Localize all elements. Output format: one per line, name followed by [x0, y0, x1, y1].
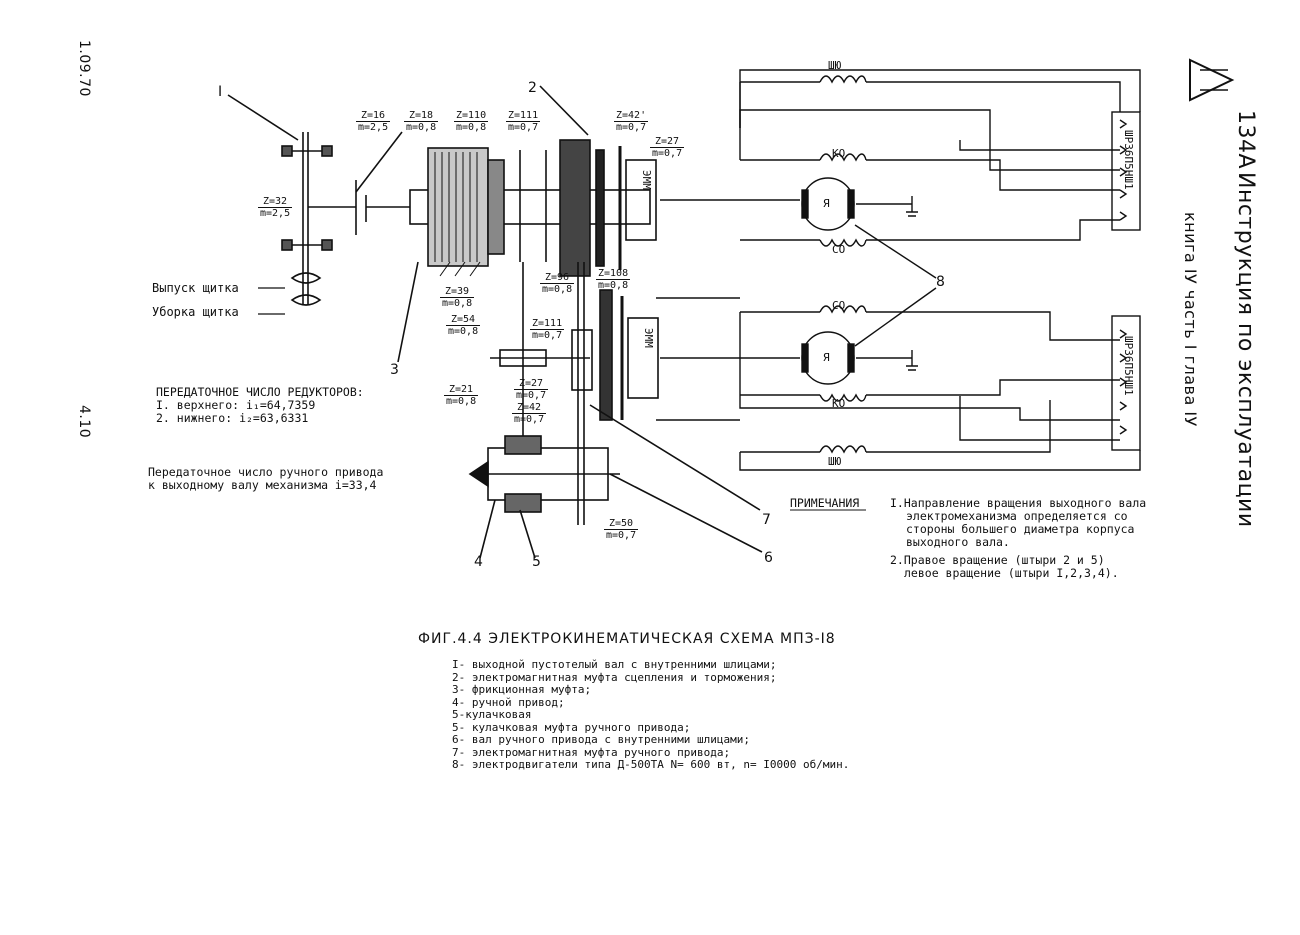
note-2-line1: 2.Правое вращение (штыри 2 и 5) [890, 553, 1105, 567]
callout-5: 5 [532, 554, 541, 570]
callout-8: 8 [936, 274, 945, 290]
winding-label-ko-bottom: КО [832, 397, 846, 410]
legend-item: 5-кулачковая [452, 708, 532, 721]
flap-arrows [258, 287, 285, 315]
lower-reducer [490, 262, 761, 525]
document-date: 1.09.70 [76, 40, 92, 97]
clutch-label-emm-top: ЭММ [640, 170, 653, 190]
motor-label-bottom: Я [823, 351, 830, 364]
legend-item: 6- вал ручного привода с внутренними шли… [452, 733, 751, 746]
ratios-heading: ПЕРЕДАТОЧНОЕ ЧИСЛО РЕДУКТОРОВ: [156, 385, 364, 399]
connector-label-top: ШРЗ6П5НШ1 [1122, 130, 1135, 190]
note-1-line3: стороны большего диаметра корпуса [906, 522, 1135, 536]
clutch-label-emm-bottom: ЭММ [642, 328, 655, 348]
output-shaft-assembly [227, 94, 410, 306]
legend-item: 7- электромагнитная муфта ручного привод… [452, 745, 731, 759]
legend-item: 2- электромагнитная муфта сцепления и то… [452, 670, 777, 684]
electrical-wiring [656, 69, 1141, 471]
note-2-line2: левое вращение (штыри I,2,3,4). [904, 566, 1119, 580]
manual-drive [468, 435, 763, 559]
callout-4: 4 [474, 554, 483, 570]
connector-label-bottom: ШРЗ6П5НШ1 [1122, 336, 1135, 396]
note-1-line1: I.Направление вращения выходного вала [890, 496, 1147, 510]
legend-item: I- выходной пустотелый вал с внутренними… [452, 658, 777, 671]
note-1-line2: электромеханизма определяется со [906, 509, 1128, 523]
note-1-line4: выходного вала. [906, 535, 1010, 549]
winding-label-co-bottom: СО [832, 299, 846, 312]
reducer-block [355, 85, 740, 363]
manual-ratio-line1: Передаточное число ручного привода [148, 465, 384, 479]
legend-item: 4- ручной привод; [452, 695, 565, 709]
figure-title: ФИГ.4.4 ЭЛЕКТРОКИНЕМАТИЧЕСКАЯ СХЕМА МПЗ-… [418, 631, 836, 647]
document-number: 134A [1233, 110, 1258, 170]
notes-heading: ПРИМЕЧАНИЯ [790, 496, 860, 510]
document-title: Инструкция по эксплуатации [1233, 172, 1258, 528]
callout-1: I [218, 84, 223, 100]
figure-legend: I- выходной пустотелый вал с внутренними… [452, 658, 850, 772]
gear-label-z42-upper: Z=42'm=0,7 [614, 110, 649, 133]
winding-label-ko-top: КО [832, 147, 846, 160]
winding-label-sh-top: ШЮ [828, 59, 842, 72]
document-emblem [1189, 58, 1235, 102]
legend-item: 3- фрикционная муфта; [452, 683, 592, 696]
callout-3: 3 [390, 362, 399, 378]
ratio-upper: I. верхнего: i₁=64,7359 [156, 398, 316, 412]
legend-item: 8- электродвигатели типа Д-500ТА N= 600 … [452, 758, 850, 771]
callout-6: 6 [764, 550, 773, 566]
flap-release-label: Выпуск щитка [152, 281, 239, 295]
callout-7: 7 [762, 512, 771, 528]
winding-label-co-top: СО [832, 243, 846, 256]
ratio-lower: 2. нижнего: i₂=63,6331 [156, 411, 309, 425]
manual-ratio-line2: к выходному валу механизма i=33,4 [148, 478, 377, 492]
motor-label-top: Я [823, 197, 830, 210]
document-subtitle: книга IУ часть I глава IУ [1181, 212, 1200, 427]
flap-retract-label: Уборка щитка [152, 305, 239, 319]
legend-item: 5- кулачковая муфта ручного привода; [452, 720, 691, 734]
winding-label-sh-bottom: ШЮ [828, 455, 842, 468]
page-number: 4.10 [76, 405, 92, 439]
callout-2: 2 [528, 80, 537, 96]
